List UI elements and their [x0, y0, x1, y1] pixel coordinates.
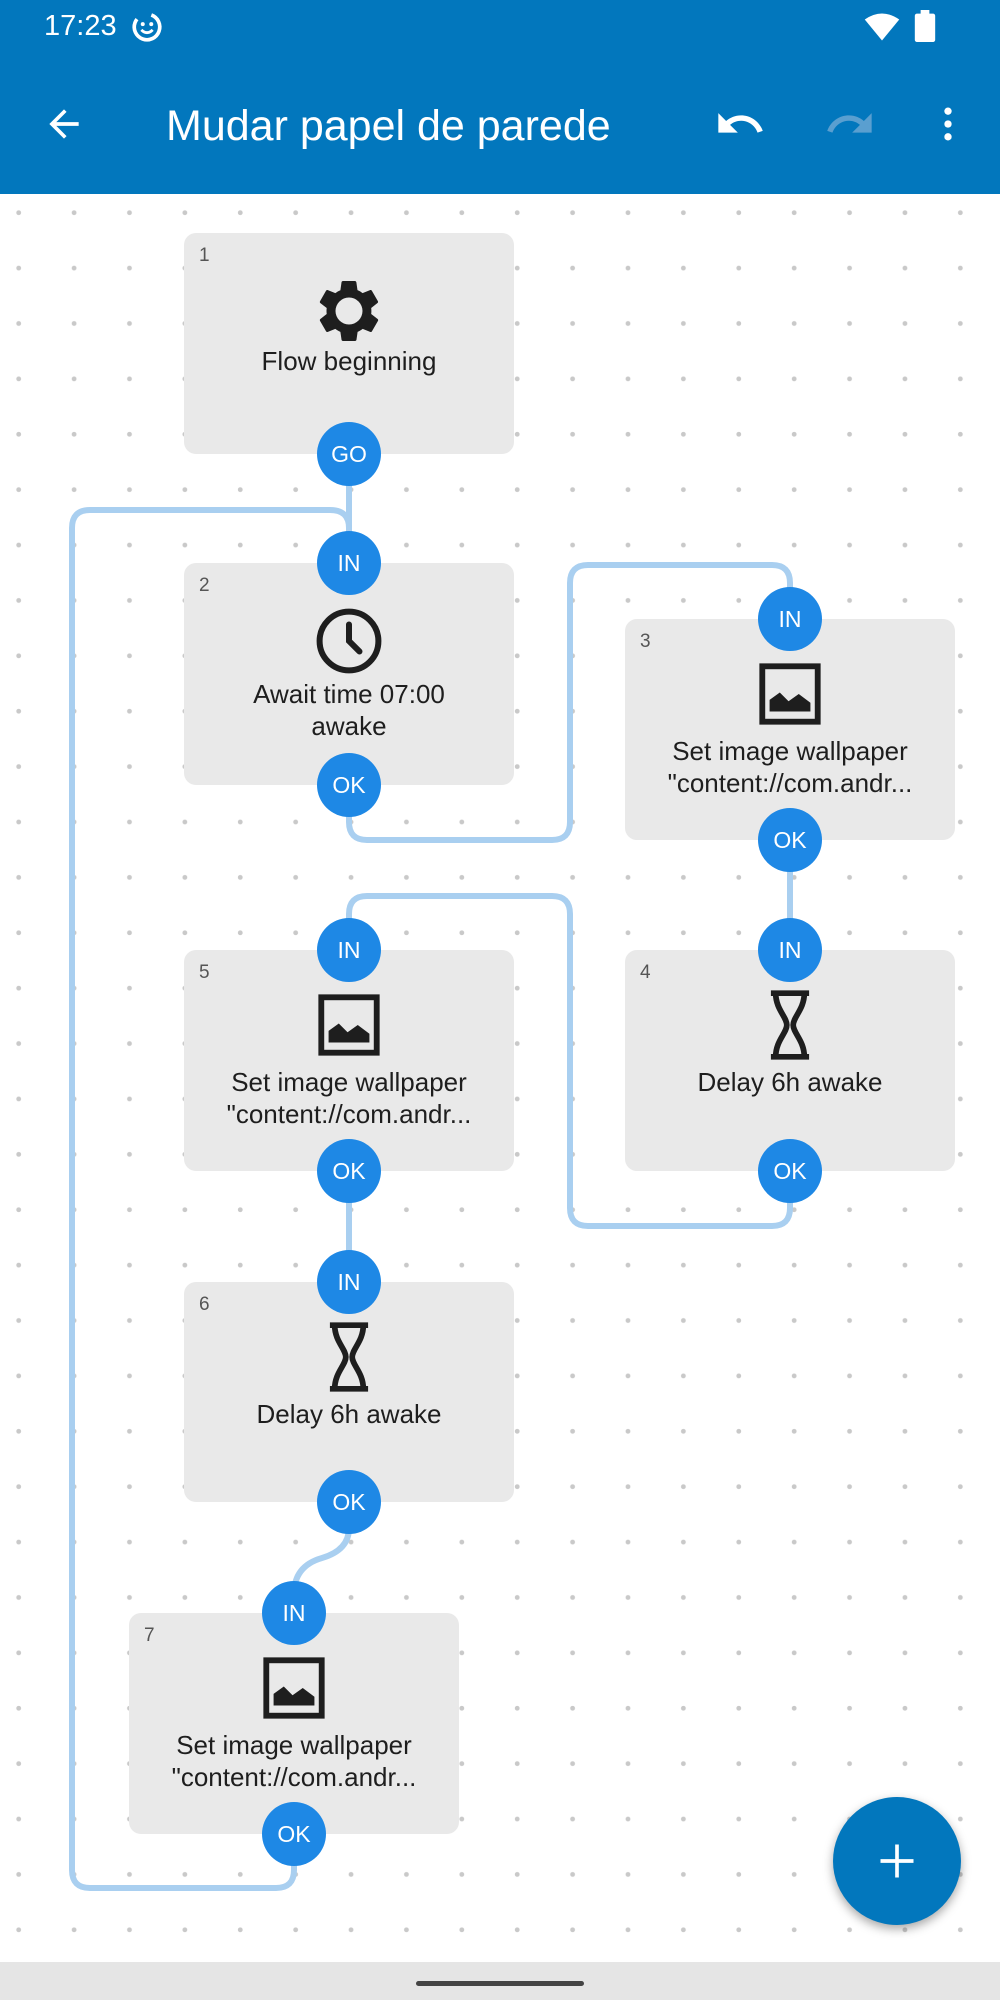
- block-6-in-port[interactable]: IN: [317, 1250, 381, 1314]
- gesture-handle[interactable]: [416, 1981, 584, 1986]
- image-icon: [318, 994, 380, 1056]
- block-number: 5: [199, 962, 210, 983]
- status-bar: 17:23: [0, 0, 1000, 52]
- block-7-in-port[interactable]: IN: [262, 1581, 326, 1645]
- block-4-in-port[interactable]: IN: [758, 918, 822, 982]
- block-number: 1: [199, 245, 210, 266]
- block-2-ok-port[interactable]: OK: [317, 753, 381, 817]
- block-number: 7: [144, 1625, 155, 1646]
- block-label-line-1: Set image wallpaper: [672, 736, 908, 766]
- back-arrow-icon: [49, 109, 79, 139]
- flow-block-2[interactable]: 2 Await time 07:00 awake: [184, 563, 514, 785]
- block-label-line-1: Await time 07:00: [253, 679, 445, 709]
- undo-icon: [718, 113, 763, 133]
- gear-icon: [319, 281, 379, 342]
- block-2-in-port[interactable]: IN: [317, 531, 381, 595]
- flow-block-4[interactable]: 4 Delay 6h awake: [625, 950, 955, 1171]
- hourglass-icon: [329, 1322, 369, 1392]
- app-bar: Mudar papel de parede: [0, 52, 1000, 194]
- clock-icon: [316, 608, 382, 674]
- block-label: Delay 6h awake: [697, 1067, 883, 1097]
- block-6-ok-port[interactable]: OK: [317, 1470, 381, 1534]
- block-5-ok-port[interactable]: OK: [317, 1139, 381, 1203]
- flow-block-7[interactable]: 7 Set image wallpaper "content://com.and…: [129, 1613, 459, 1834]
- status-time: 17:23: [44, 10, 117, 42]
- more-options-button[interactable]: [916, 92, 980, 156]
- block-number: 6: [199, 1294, 210, 1315]
- block-1-go-port[interactable]: GO: [317, 422, 381, 486]
- block-label-line-1: Set image wallpaper: [231, 1067, 467, 1097]
- block-7-ok-port[interactable]: OK: [262, 1802, 326, 1866]
- image-icon: [759, 663, 821, 725]
- add-block-button[interactable]: [833, 1797, 961, 1925]
- more-vert-icon: [944, 107, 952, 141]
- navigation-bar: [0, 1962, 1000, 2000]
- undo-button[interactable]: [708, 92, 772, 156]
- block-label-line-2: "content://com.andr...: [226, 1099, 472, 1129]
- block-4-ok-port[interactable]: OK: [758, 1139, 822, 1203]
- block-label-line-2: "content://com.andr...: [667, 768, 913, 798]
- block-3-ok-port[interactable]: OK: [758, 808, 822, 872]
- flow-block-1[interactable]: 1 Flow beginning: [184, 233, 514, 454]
- battery-icon: [914, 10, 936, 42]
- flow-block-3[interactable]: 3 Set image wallpaper "content://com.and…: [625, 619, 955, 840]
- block-number: 3: [640, 631, 651, 652]
- block-number: 4: [640, 962, 651, 983]
- hourglass-icon: [770, 990, 810, 1060]
- smile-notification-icon: [132, 12, 162, 42]
- block-5-in-port[interactable]: IN: [317, 918, 381, 982]
- wifi-icon: [864, 13, 900, 41]
- block-label: Flow beginning: [261, 346, 437, 376]
- block-label: Delay 6h awake: [256, 1399, 442, 1429]
- block-label-line-1: Set image wallpaper: [176, 1730, 412, 1760]
- back-button[interactable]: [32, 92, 96, 156]
- image-icon: [263, 1657, 325, 1719]
- block-number: 2: [199, 575, 210, 596]
- flow-block-5[interactable]: 5 Set image wallpaper "content://com.and…: [184, 950, 514, 1171]
- block-label-line-2: "content://com.andr...: [171, 1762, 417, 1792]
- redo-button[interactable]: [818, 92, 882, 156]
- block-label-line-2: awake: [311, 711, 387, 741]
- plus-icon: [880, 1844, 914, 1878]
- flow-block-6[interactable]: 6 Delay 6h awake: [184, 1282, 514, 1502]
- redo-icon: [827, 113, 872, 133]
- page-title: Mudar papel de parede: [166, 102, 611, 150]
- block-3-in-port[interactable]: IN: [758, 587, 822, 651]
